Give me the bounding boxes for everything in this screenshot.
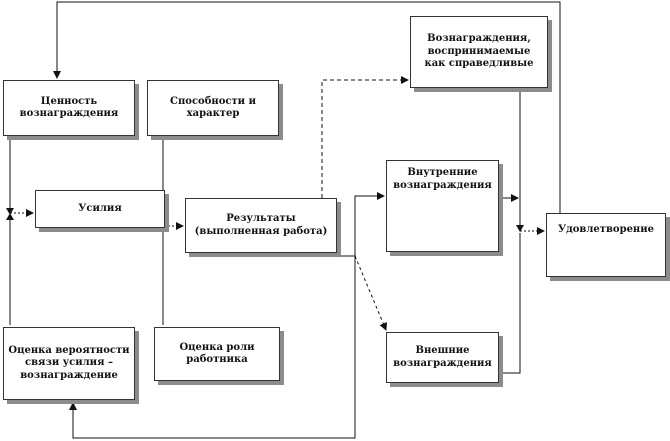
connector-results-to-fair-rewards: [321, 76, 409, 198]
box-text-line: Способности и: [170, 95, 256, 107]
junction-arrow-satisfaction: [516, 225, 524, 232]
box-text-line: Усилия: [78, 202, 122, 214]
feedback-results-to-probability: [69, 256, 356, 439]
box-text-line: связи усилия –: [25, 357, 113, 369]
effort-reward-probability-box: Оценка вероятности связи усилия – вознаг…: [3, 327, 135, 400]
external-rewards-box: Внешние вознаграждения: [386, 332, 499, 383]
box-text-line: работника: [186, 354, 248, 365]
box-text-line: вознаграждения: [393, 179, 492, 191]
box-text-line: характер: [186, 108, 240, 119]
box-text-line: Удовлетворение: [557, 224, 655, 235]
feedback-satisfaction-to-value: [53, 1, 561, 213]
box-text-line: (выполненная работа): [194, 225, 328, 237]
box-text-line: Вознаграждения,: [427, 33, 531, 45]
connector-external-to-satisfaction: [499, 233, 521, 374]
junction-arrow-results-up: [159, 225, 167, 232]
box-text-line: Оценка роли: [179, 341, 255, 353]
box-text-line: Оценка вероятности: [8, 344, 130, 356]
box-text-line: как справедливые: [424, 58, 534, 70]
ability-character-box: Способности и характер: [147, 80, 279, 136]
box-text-line: вознаграждение: [20, 369, 118, 381]
junction-arrow-effort: [6, 208, 14, 215]
results-box: Результаты (выполненная работа): [185, 198, 337, 253]
internal-rewards-box: Внутренние вознаграждения: [386, 160, 499, 252]
box-text-line: вознаграждения: [19, 108, 119, 119]
role-perception-box: Оценка роли работника: [154, 327, 280, 381]
box-text-line: Внутренние: [407, 167, 478, 178]
box-text-line: вознаграждения: [393, 357, 492, 369]
value-of-reward-box: Ценность вознаграждения: [3, 80, 135, 136]
junction-arrow-effort-up: [6, 213, 14, 220]
fair-rewards-box: Вознаграждения, воспринимаемые как справ…: [410, 16, 548, 88]
box-text-line: Результаты: [226, 213, 296, 224]
box-text-line: воспринимаемые: [427, 45, 531, 57]
box-text-line: Ценность: [40, 95, 98, 107]
satisfaction-box: Удовлетворение: [546, 213, 666, 277]
effort-box: Усилия: [35, 190, 165, 228]
box-text-line: Внешние: [415, 345, 470, 356]
connector-results-to-external: [354, 255, 387, 331]
connector-results-to-internal: [337, 192, 385, 257]
